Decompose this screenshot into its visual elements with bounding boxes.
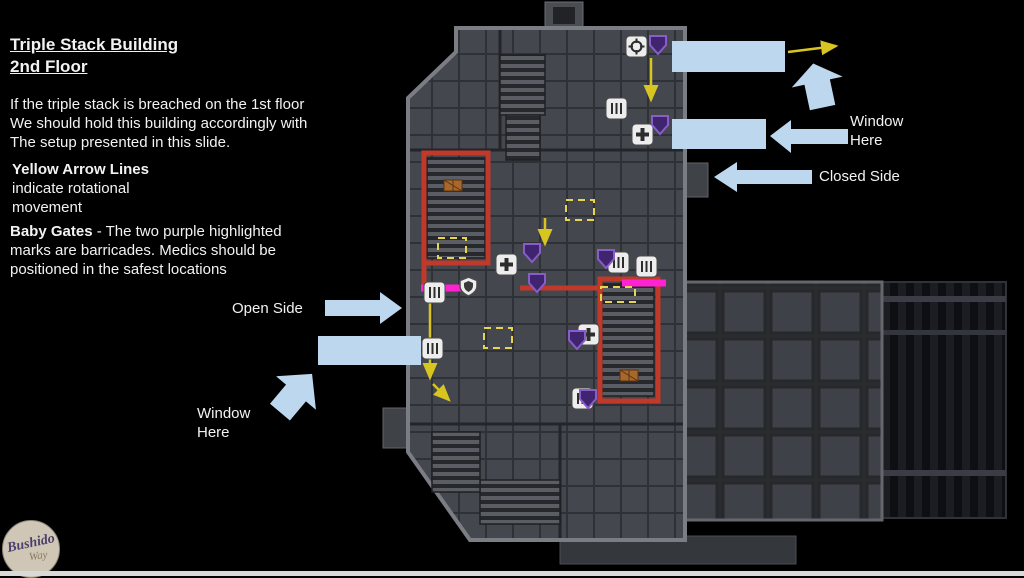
closed-side-stub (683, 162, 709, 198)
callout-shapes (269, 41, 848, 421)
dashed-marker (600, 286, 636, 303)
title-line1: Triple Stack Building (10, 35, 179, 54)
purple-marker (523, 243, 541, 264)
purple-marker (579, 389, 597, 410)
medic-cross-icon (495, 253, 518, 276)
baby-gates-heading: Baby Gates (10, 223, 93, 240)
closed-side-label: Closed Side (819, 168, 900, 185)
block-arrow-upright-window (269, 373, 316, 421)
grate-icon (605, 97, 628, 120)
yellow-arrow-heading: Yellow Arrow Lines (12, 161, 149, 178)
callout-box-mid (672, 119, 766, 149)
logo-line2: Way (27, 548, 49, 564)
target-icon (625, 35, 648, 58)
crate-icon (619, 369, 639, 382)
slide-title: Triple Stack Building 2nd Floor (10, 34, 178, 78)
block-arrow-right-open (325, 292, 402, 324)
bushido-way-logo: Bushido Way (2, 520, 60, 578)
dashed-markers (437, 199, 636, 349)
baby-gates-note: Baby Gates - The two purple highlighted … (10, 222, 284, 279)
open-side-label: Open Side (232, 300, 303, 317)
block-arrow-left-window (770, 120, 848, 153)
block-arrow-left-closed (714, 162, 812, 192)
crate-icon (443, 179, 463, 192)
building-footprint (406, 26, 687, 542)
block-arrow-up (791, 63, 843, 111)
purple-marker (649, 35, 667, 56)
yellow-arrow-body: indicate rotational movement (12, 180, 130, 217)
callout-box-top (672, 41, 785, 72)
callout-box-left (318, 336, 421, 365)
purple-marker (568, 330, 586, 351)
left-window-stub (382, 407, 410, 449)
purple-markers (523, 35, 669, 410)
window-here-top-label: Window Here (850, 113, 904, 150)
purple-marker (651, 115, 669, 136)
purple-marker (597, 249, 615, 270)
right-annex (680, 280, 884, 522)
dashed-marker (483, 327, 513, 349)
right-structure (879, 281, 1007, 519)
ladder-icon (635, 255, 658, 278)
bottom-border-strip (0, 571, 1024, 576)
baby-gates-body: - The two purple highlighted marks are b… (10, 223, 282, 279)
title-line2: 2nd Floor (10, 57, 88, 77)
purple-marker (528, 273, 546, 294)
chimney (544, 1, 584, 31)
shield-icon (459, 276, 478, 297)
ladder-icon (421, 337, 444, 360)
dashed-marker (437, 237, 467, 259)
dashed-marker (565, 199, 595, 221)
window-here-bottom-label: Window Here (197, 405, 251, 442)
ladder-icon (423, 281, 446, 304)
yellow-arrow-note: Yellow Arrow Lines indicate rotational m… (12, 160, 149, 217)
intro-text: If the triple stack is breached on the 1… (10, 96, 308, 152)
medic-cross-icon (631, 123, 654, 146)
